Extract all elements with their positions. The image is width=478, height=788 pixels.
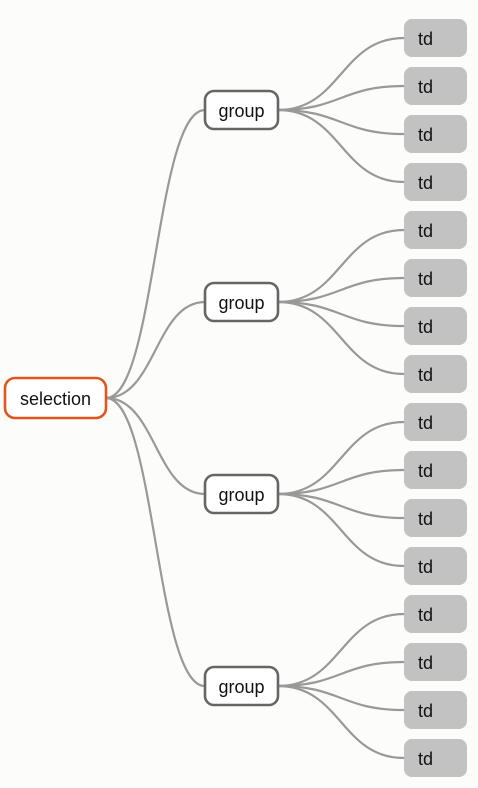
- edge-group-4-to-td-3: [276, 684, 406, 712]
- edge-group-1-to-td-4: [276, 108, 406, 184]
- group-node-2[interactable]: group: [203, 281, 280, 323]
- td-node-4-2-label: td: [418, 653, 433, 673]
- group-node-1[interactable]: group: [203, 89, 280, 131]
- td-node-4-4-box: [404, 739, 467, 777]
- td-node-2-1[interactable]: td: [404, 211, 467, 249]
- group-node-1-box: [203, 89, 280, 131]
- td-node-2-3-box: [404, 307, 467, 345]
- td-node-4-3-label: td: [418, 701, 433, 721]
- td-node-3-3-box: [404, 499, 467, 537]
- edge-root-to-group-1: [104, 108, 207, 400]
- td-node-3-3-label: td: [418, 509, 433, 529]
- td-node-2-2-box: [404, 259, 467, 297]
- td-node-1-1-label: td: [418, 29, 433, 49]
- group-node-3-box: [203, 473, 280, 515]
- td-node-3-4[interactable]: td: [404, 547, 467, 585]
- td-node-3-4-label: td: [418, 557, 433, 577]
- edge-group-2-to-td-3: [276, 300, 406, 328]
- td-node-1-2-label: td: [418, 77, 433, 97]
- edge-root-to-group-2: [104, 300, 207, 400]
- selection-node[interactable]: selection: [3, 376, 108, 420]
- td-node-4-2[interactable]: td: [404, 643, 467, 681]
- edge-group-3-to-td-1: [276, 420, 406, 496]
- edge-group-3-to-td-2: [276, 468, 406, 496]
- td-node-4-2-box: [404, 643, 467, 681]
- td-node-3-2[interactable]: td: [404, 451, 467, 489]
- td-node-1-2[interactable]: td: [404, 67, 467, 105]
- td-node-3-2-box: [404, 451, 467, 489]
- edge-group-1-to-td-2: [276, 84, 406, 112]
- selection-node-label: selection: [20, 389, 91, 409]
- td-node-4-1[interactable]: td: [404, 595, 467, 633]
- td-node-1-3[interactable]: td: [404, 115, 467, 153]
- edge-group-4-to-td-4: [276, 684, 406, 760]
- edge-group-2-to-td-2: [276, 276, 406, 304]
- td-node-4-4-label: td: [418, 749, 433, 769]
- td-node-2-3-label: td: [418, 317, 433, 337]
- td-node-1-4-box: [404, 163, 467, 201]
- td-node-2-1-box: [404, 211, 467, 249]
- td-node-1-1-box: [404, 19, 467, 57]
- td-node-3-3[interactable]: td: [404, 499, 467, 537]
- td-node-1-3-label: td: [418, 125, 433, 145]
- td-node-4-1-box: [404, 595, 467, 633]
- selection-node-box: [3, 376, 108, 420]
- td-node-3-1-label: td: [418, 413, 433, 433]
- group-node-4-label: group: [218, 677, 264, 697]
- group-node-2-label: group: [218, 293, 264, 313]
- td-node-1-3-box: [404, 115, 467, 153]
- tree-nodes: td td td td group td td td td group td td td td group t…: [3, 19, 467, 777]
- td-node-3-2-label: td: [418, 461, 433, 481]
- td-node-4-3-box: [404, 691, 467, 729]
- group-node-1-label: group: [218, 101, 264, 121]
- group-node-3-label: group: [218, 485, 264, 505]
- td-node-4-4[interactable]: td: [404, 739, 467, 777]
- group-node-4[interactable]: group: [203, 665, 280, 707]
- td-node-1-4-label: td: [418, 173, 433, 193]
- tree-edges: [104, 36, 406, 760]
- td-node-4-1-label: td: [418, 605, 433, 625]
- edge-group-1-to-td-1: [276, 36, 406, 112]
- td-node-3-4-box: [404, 547, 467, 585]
- td-node-2-3[interactable]: td: [404, 307, 467, 345]
- td-node-2-2-label: td: [418, 269, 433, 289]
- edge-group-2-to-td-4: [276, 300, 406, 376]
- group-node-2-box: [203, 281, 280, 323]
- td-node-1-4[interactable]: td: [404, 163, 467, 201]
- edge-group-4-to-td-1: [276, 612, 406, 688]
- edge-root-to-group-4: [104, 396, 207, 688]
- td-node-2-4-label: td: [418, 365, 433, 385]
- edge-group-3-to-td-4: [276, 492, 406, 568]
- edge-group-4-to-td-2: [276, 660, 406, 688]
- td-node-4-3[interactable]: td: [404, 691, 467, 729]
- edge-group-3-to-td-3: [276, 492, 406, 520]
- td-node-2-4-box: [404, 355, 467, 393]
- td-node-2-2[interactable]: td: [404, 259, 467, 297]
- edge-group-1-to-td-3: [276, 108, 406, 136]
- edge-group-2-to-td-1: [276, 228, 406, 304]
- td-node-3-1[interactable]: td: [404, 403, 467, 441]
- edge-root-to-group-3: [104, 396, 207, 496]
- td-node-1-1[interactable]: td: [404, 19, 467, 57]
- td-node-2-4[interactable]: td: [404, 355, 467, 393]
- td-node-1-2-box: [404, 67, 467, 105]
- group-node-4-box: [203, 665, 280, 707]
- td-node-2-1-label: td: [418, 221, 433, 241]
- group-node-3[interactable]: group: [203, 473, 280, 515]
- td-node-3-1-box: [404, 403, 467, 441]
